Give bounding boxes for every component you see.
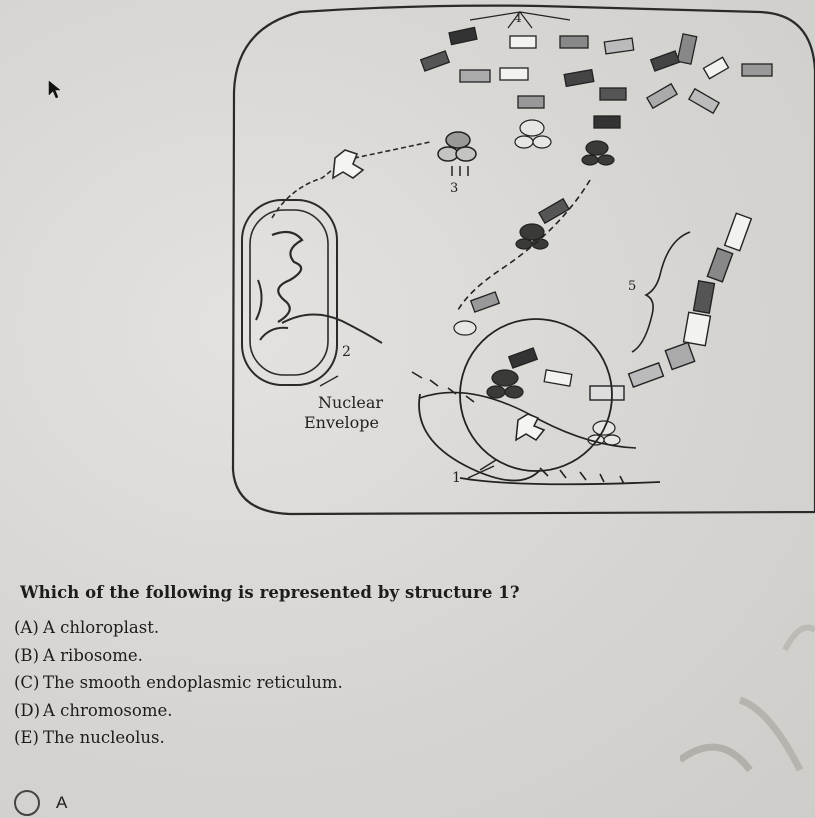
radio-button[interactable]	[14, 790, 40, 816]
ribosome-structure-3	[437, 131, 477, 176]
label-5: 5	[628, 279, 636, 294]
option-letter: (B)	[14, 645, 39, 665]
option-text: A ribosome.	[43, 645, 143, 665]
label-1: 1	[452, 470, 461, 486]
option-letter: (C)	[14, 673, 40, 692]
option-text: A chromosome.	[43, 700, 173, 720]
option-c: (C)The smooth endoplasmic reticulum.	[14, 673, 343, 701]
label-3: 3	[450, 181, 458, 196]
background-smudge	[680, 624, 815, 773]
mouse-cursor-icon	[48, 80, 61, 99]
option-text: The smooth endoplasmic reticulum.	[43, 673, 343, 692]
option-letter: (E)	[14, 728, 39, 747]
nuclear-envelope-label-line2: Envelope	[304, 413, 379, 432]
nucleus-structure-2	[241, 199, 383, 386]
option-a: (A)A chloroplast.	[14, 618, 343, 646]
option-b: (B)A ribosome.	[14, 646, 343, 674]
label-2: 2	[342, 344, 351, 360]
option-text: A chloroplast.	[43, 618, 160, 637]
option-text: The nucleolus.	[43, 728, 165, 747]
nuclear-envelope-label-line1: Nuclear	[318, 393, 383, 412]
option-letter: (A)	[14, 618, 39, 637]
option-letter: (D)	[14, 700, 41, 720]
answer-choice-label: A	[56, 793, 68, 812]
cell-diagram: 2 3	[231, 4, 815, 516]
mrna-fragments	[419, 26, 773, 387]
chain-structure-5	[589, 212, 753, 401]
option-e: (E)The nucleolus.	[14, 728, 343, 756]
rough-er-structure-1	[411, 318, 661, 486]
answer-choice-a[interactable]: A	[14, 790, 67, 816]
answer-options-list: (A)A chloroplast. (B)A ribosome. (C)The …	[14, 618, 343, 756]
label-4: 4	[514, 11, 522, 25]
question-text: Which of the following is represented by…	[20, 583, 520, 602]
ribosome-cluster-top	[453, 119, 621, 446]
option-d: (D)A chromosome.	[14, 701, 343, 729]
